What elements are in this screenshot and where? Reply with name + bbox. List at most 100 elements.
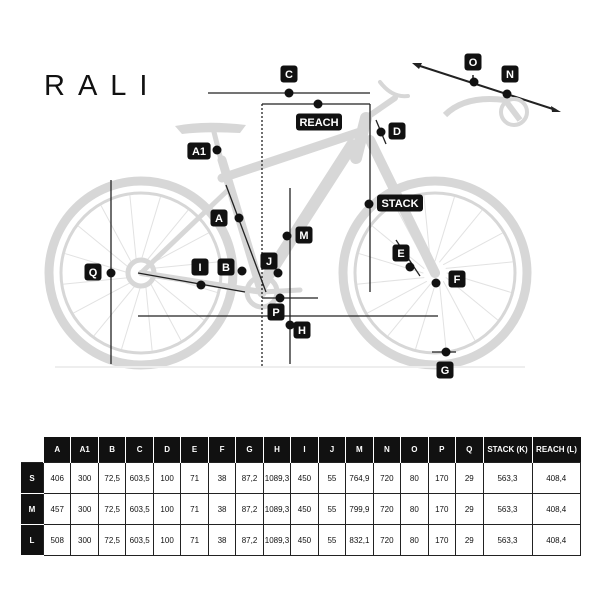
spoke xyxy=(442,280,476,341)
label-text-c: C xyxy=(285,69,293,81)
table-cell: 55 xyxy=(318,462,347,494)
table-cell: 38 xyxy=(208,462,237,494)
front-wheel-rim xyxy=(353,191,517,355)
handlebar xyxy=(378,80,410,99)
rear-cassette xyxy=(125,257,157,289)
spoke xyxy=(129,195,137,263)
spoke xyxy=(415,284,436,350)
spoke xyxy=(367,280,428,314)
table-cell: 406 xyxy=(43,462,72,494)
spoke xyxy=(93,283,137,336)
spoke xyxy=(140,196,161,262)
table-cell: 720 xyxy=(373,493,402,525)
label-badge-stack xyxy=(377,194,423,212)
column-header: I xyxy=(290,437,319,463)
column-header: A xyxy=(42,437,71,463)
label-dot-a1 xyxy=(212,145,222,155)
table-cell: 80 xyxy=(400,493,429,525)
table-cell: 38 xyxy=(208,524,237,556)
column-header: D xyxy=(152,437,181,463)
label-dot-q xyxy=(106,268,116,278)
label-badge-o xyxy=(464,53,482,71)
table-cell: 72,5 xyxy=(98,462,127,494)
spoke xyxy=(445,261,513,269)
label-text-h: H xyxy=(298,325,306,337)
label-dot-o xyxy=(469,77,479,87)
column-header: F xyxy=(207,437,236,463)
table-cell: 1089,3 xyxy=(263,462,292,494)
table-cell: 71 xyxy=(180,462,209,494)
table-cell: 603,5 xyxy=(125,524,154,556)
label-badge-n xyxy=(501,65,519,83)
i-dimension-line xyxy=(137,272,246,293)
spoke xyxy=(151,277,204,321)
label-badge-h xyxy=(293,321,311,339)
label-text-f: F xyxy=(454,274,461,286)
column-header: E xyxy=(180,437,209,463)
label-dot-stack xyxy=(364,199,374,209)
spoke xyxy=(357,277,425,285)
stem xyxy=(363,95,398,121)
table-cell: 170 xyxy=(428,493,457,525)
label-text-stack: STACK xyxy=(381,198,418,210)
table-cell: 457 xyxy=(43,493,72,525)
label-text-e: E xyxy=(397,248,404,260)
size-label: L xyxy=(21,524,44,556)
table-cell: 80 xyxy=(400,462,429,494)
column-header: M xyxy=(345,437,374,463)
label-dot-d xyxy=(376,127,386,137)
table-cell: 72,5 xyxy=(98,524,127,556)
table-cell: 1089,3 xyxy=(263,524,292,556)
saddle xyxy=(175,122,246,134)
column-header: A1 xyxy=(70,437,99,463)
geometry-table-corner xyxy=(21,437,44,463)
label-text-d: D xyxy=(393,126,401,138)
spoke xyxy=(63,277,131,285)
label-badge-f xyxy=(448,270,466,288)
brand-logo: RALI xyxy=(44,70,160,102)
a-dimension-line xyxy=(225,184,267,293)
table-cell: 563,3 xyxy=(483,493,533,525)
table-cell: 100 xyxy=(153,493,182,525)
label-badge-m xyxy=(295,226,313,244)
table-cell: 170 xyxy=(428,524,457,556)
label-dot-h xyxy=(285,320,295,330)
label-badge-e xyxy=(392,244,410,262)
spoke xyxy=(78,225,131,269)
column-header: N xyxy=(372,437,401,463)
table-cell: 563,3 xyxy=(483,462,533,494)
label-badge-j xyxy=(260,252,278,270)
table-cell: 408,4 xyxy=(532,493,581,525)
spoke xyxy=(387,283,431,336)
column-header: J xyxy=(317,437,346,463)
spoke xyxy=(434,196,455,262)
label-text-i: I xyxy=(198,262,201,274)
label-badge-g xyxy=(436,361,454,379)
label-dot-j xyxy=(273,268,283,278)
column-header: O xyxy=(400,437,429,463)
label-badge-a1 xyxy=(187,142,211,160)
table-cell: 100 xyxy=(153,524,182,556)
table-cell: 38 xyxy=(208,493,237,525)
spoke xyxy=(73,280,134,314)
label-dot-n xyxy=(502,89,512,99)
table-cell: 29 xyxy=(455,462,484,494)
table-cell: 170 xyxy=(428,462,457,494)
handlebar-detail-inset xyxy=(412,63,561,127)
table-cell: 408,4 xyxy=(532,462,581,494)
spoke xyxy=(121,284,142,350)
table-cell: 87,2 xyxy=(235,493,264,525)
seat-stay xyxy=(138,187,231,276)
spoke xyxy=(145,283,153,351)
spoke xyxy=(148,280,182,341)
label-badge-p xyxy=(267,303,285,321)
table-cell: 603,5 xyxy=(125,462,154,494)
table-cell: 300 xyxy=(70,524,99,556)
table-cell: 450 xyxy=(290,524,319,556)
spoke xyxy=(442,232,503,266)
